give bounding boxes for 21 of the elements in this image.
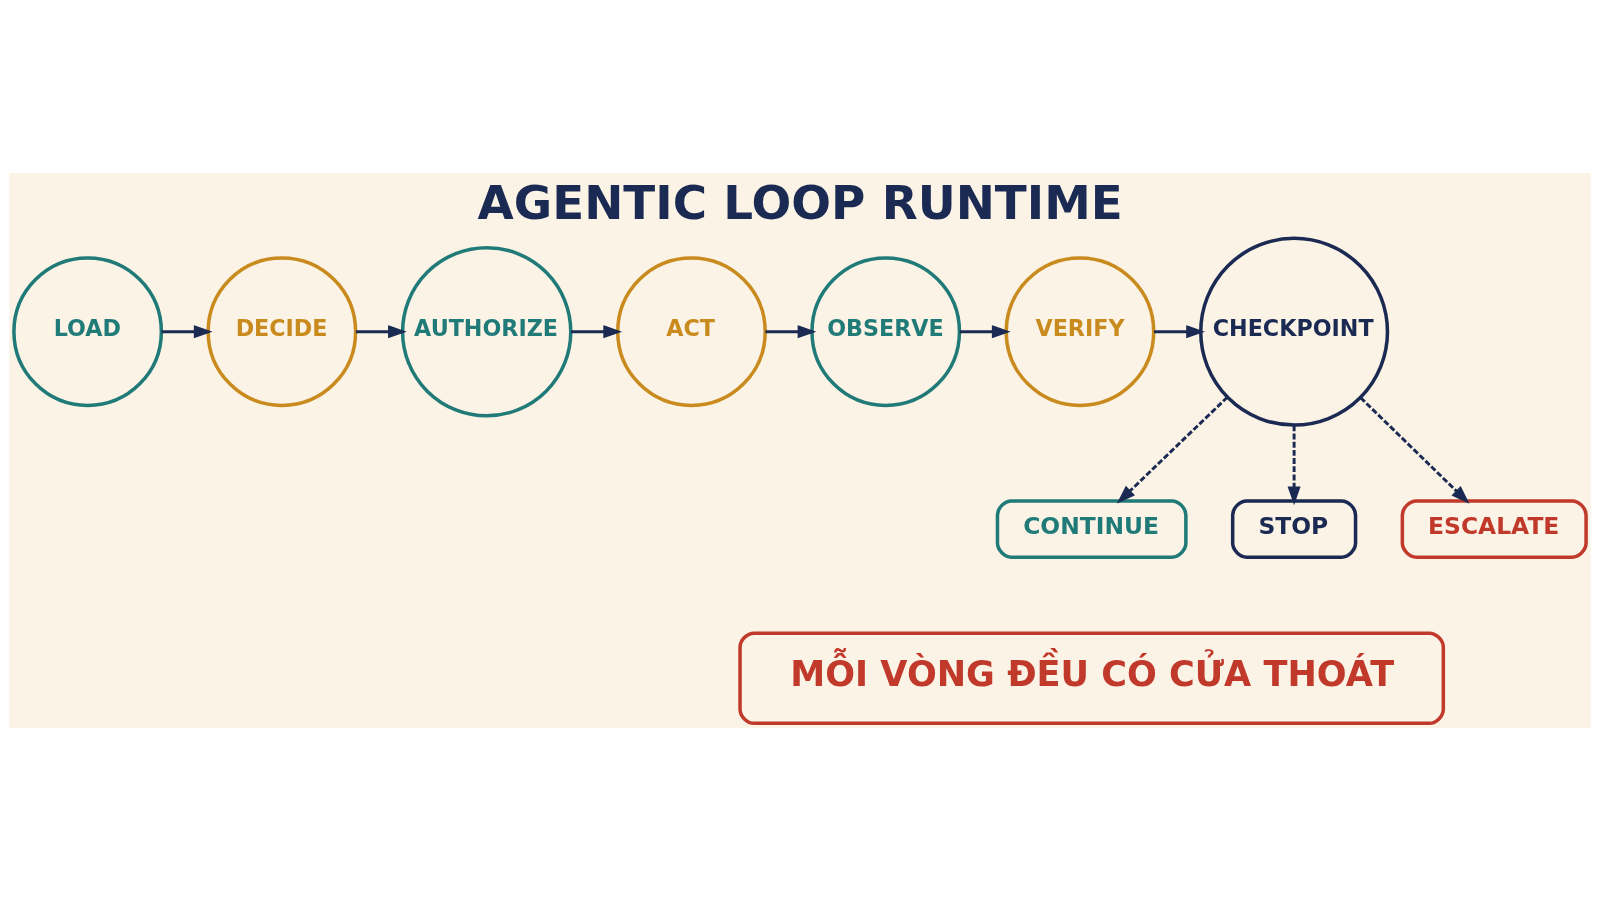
- node-circle: DECIDE: [206, 255, 358, 407]
- node-box: STOP: [1230, 498, 1358, 559]
- node-circle: CHECKPOINT: [1199, 236, 1390, 427]
- arrow: [765, 324, 817, 338]
- node-box: MỖI VÒNG ĐỀU CÓ CỬA THOÁT: [738, 630, 1446, 725]
- arrow: [571, 324, 623, 338]
- node-box: CONTINUE: [995, 498, 1188, 559]
- arrow: [355, 324, 407, 338]
- arrow: [1359, 396, 1470, 504]
- node-circle: VERIFY: [1004, 255, 1156, 407]
- arrow: [1154, 324, 1205, 338]
- node-circle: LOAD: [12, 255, 164, 407]
- arrow: [1287, 424, 1301, 505]
- node-circle: OBSERVE: [810, 255, 962, 407]
- node-circle: ACT: [616, 255, 767, 407]
- node-circle: AUTHORIZE: [400, 245, 573, 418]
- arrow: [161, 324, 213, 338]
- arrow: [959, 324, 1011, 338]
- arrow: [1116, 395, 1229, 504]
- diagram-title: AGENTIC LOOP RUNTIME: [477, 175, 1123, 230]
- node-box: ESCALATE: [1400, 498, 1588, 559]
